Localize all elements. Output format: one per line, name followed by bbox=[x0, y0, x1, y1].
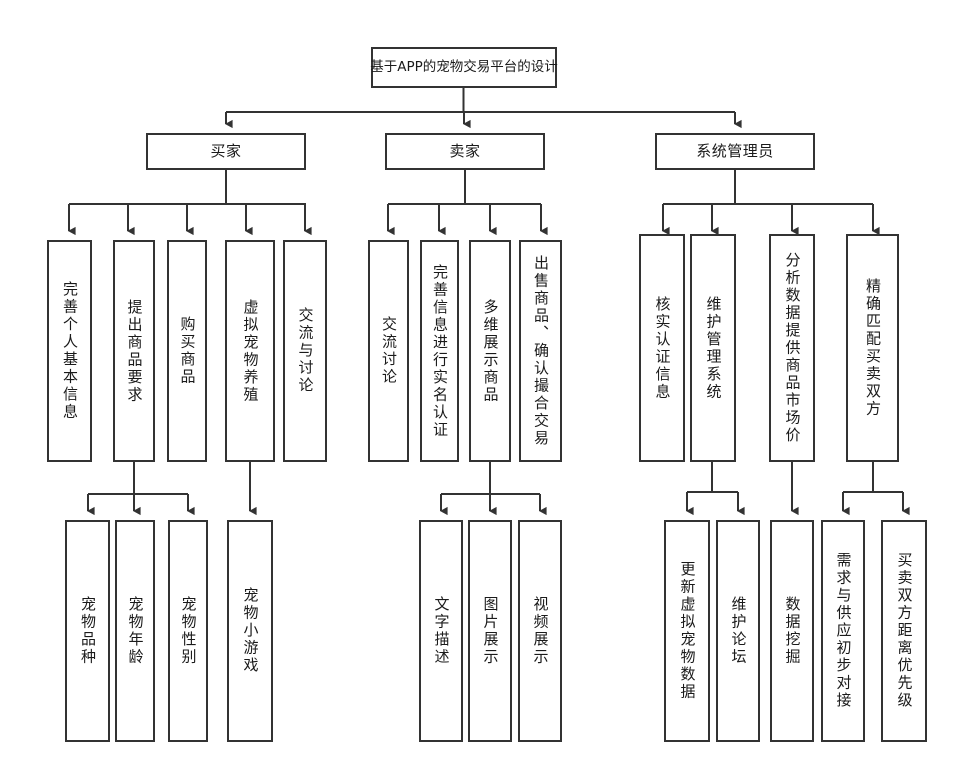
node-leaf-image-display[interactable]: 图片展示 bbox=[468, 520, 512, 742]
node-admin-label: 系统管理员 bbox=[696, 141, 774, 160]
node-buyer-child-virtualpet-label: 虚拟宠物养殖 bbox=[241, 298, 260, 404]
node-leaf-supply-demand-matching[interactable]: 需求与供应初步对接 bbox=[821, 520, 865, 742]
node-buyer-child-request[interactable]: 提出商品要求 bbox=[113, 240, 155, 462]
node-seller-child-verification-label: 完善信息进行实名认证 bbox=[431, 263, 449, 439]
node-leaf-image-display-label: 图片展示 bbox=[481, 596, 500, 666]
node-buyer-child-request-label: 提出商品要求 bbox=[125, 298, 144, 404]
node-leaf-update-virtualpet-data-label: 更新虚拟宠物数据 bbox=[678, 561, 697, 701]
node-leaf-video-display-label: 视频展示 bbox=[531, 596, 550, 666]
node-admin-child-matching[interactable]: 精确匹配买卖双方 bbox=[846, 234, 899, 462]
node-buyer-label: 买家 bbox=[210, 141, 242, 160]
node-buyer-child-purchase-label: 购买商品 bbox=[178, 316, 197, 386]
node-leaf-update-virtualpet-data[interactable]: 更新虚拟宠物数据 bbox=[664, 520, 710, 742]
node-admin-child-verify-label: 核实认证信息 bbox=[653, 295, 672, 401]
node-leaf-text-description-label: 文字描述 bbox=[432, 596, 451, 666]
node-leaf-pet-minigame-label: 宠物小游戏 bbox=[241, 587, 260, 675]
node-admin-child-matching-label: 精确匹配买卖双方 bbox=[864, 278, 882, 418]
node-root-label: 基于APP的宠物交易平台的设计 bbox=[370, 58, 558, 75]
node-admin-child-maintain-label: 维护管理系统 bbox=[704, 295, 723, 401]
node-buyer-child-profile-label: 完善个人基本信息 bbox=[61, 281, 79, 421]
node-leaf-video-display[interactable]: 视频展示 bbox=[518, 520, 562, 742]
node-leaf-pet-age-label: 宠物年龄 bbox=[126, 596, 145, 666]
node-leaf-distance-priority-label: 买卖双方距离优先级 bbox=[895, 552, 914, 710]
node-leaf-pet-breed-label: 宠物品种 bbox=[79, 596, 97, 666]
node-leaf-data-mining[interactable]: 数据挖掘 bbox=[770, 520, 814, 742]
node-leaf-data-mining-label: 数据挖掘 bbox=[783, 596, 802, 666]
node-buyer-child-discussion[interactable]: 交流与讨论 bbox=[283, 240, 327, 462]
node-seller-child-sell-label: 出售商品、确认撮合交易 bbox=[532, 254, 550, 448]
node-seller-child-sell[interactable]: 出售商品、确认撮合交易 bbox=[519, 240, 562, 462]
node-admin-child-verify[interactable]: 核实认证信息 bbox=[639, 234, 685, 462]
node-seller-label: 卖家 bbox=[449, 141, 481, 160]
node-buyer-child-purchase[interactable]: 购买商品 bbox=[167, 240, 207, 462]
node-seller-child-showcase-label: 多维展示商品 bbox=[481, 298, 500, 404]
node-root[interactable]: 基于APP的宠物交易平台的设计 bbox=[370, 47, 558, 88]
node-leaf-maintain-forum-label: 维护论坛 bbox=[729, 596, 748, 666]
node-buyer-child-discussion-label: 交流与讨论 bbox=[296, 307, 315, 395]
node-buyer[interactable]: 买家 bbox=[146, 133, 306, 170]
node-leaf-pet-gender-label: 宠物性别 bbox=[179, 596, 198, 666]
node-seller-child-discussion-label: 交流讨论 bbox=[380, 316, 398, 386]
node-seller-child-discussion[interactable]: 交流讨论 bbox=[368, 240, 409, 462]
node-seller-child-verification[interactable]: 完善信息进行实名认证 bbox=[420, 240, 459, 462]
node-admin-child-analysis[interactable]: 分析数据提供商品市场价 bbox=[769, 234, 815, 462]
node-leaf-pet-gender[interactable]: 宠物性别 bbox=[168, 520, 208, 742]
node-admin[interactable]: 系统管理员 bbox=[655, 133, 815, 170]
node-leaf-text-description[interactable]: 文字描述 bbox=[419, 520, 463, 742]
node-buyer-child-profile[interactable]: 完善个人基本信息 bbox=[47, 240, 92, 462]
node-admin-child-analysis-label: 分析数据提供商品市场价 bbox=[783, 251, 802, 445]
node-leaf-distance-priority[interactable]: 买卖双方距离优先级 bbox=[881, 520, 927, 742]
node-leaf-pet-breed[interactable]: 宠物品种 bbox=[65, 520, 110, 742]
node-leaf-pet-minigame[interactable]: 宠物小游戏 bbox=[227, 520, 273, 742]
node-seller[interactable]: 卖家 bbox=[385, 133, 545, 170]
node-leaf-pet-age[interactable]: 宠物年龄 bbox=[115, 520, 155, 742]
node-leaf-supply-demand-matching-label: 需求与供应初步对接 bbox=[834, 552, 853, 710]
node-leaf-maintain-forum[interactable]: 维护论坛 bbox=[716, 520, 760, 742]
node-seller-child-showcase[interactable]: 多维展示商品 bbox=[469, 240, 511, 462]
node-buyer-child-virtualpet[interactable]: 虚拟宠物养殖 bbox=[225, 240, 275, 462]
node-admin-child-maintain[interactable]: 维护管理系统 bbox=[690, 234, 736, 462]
